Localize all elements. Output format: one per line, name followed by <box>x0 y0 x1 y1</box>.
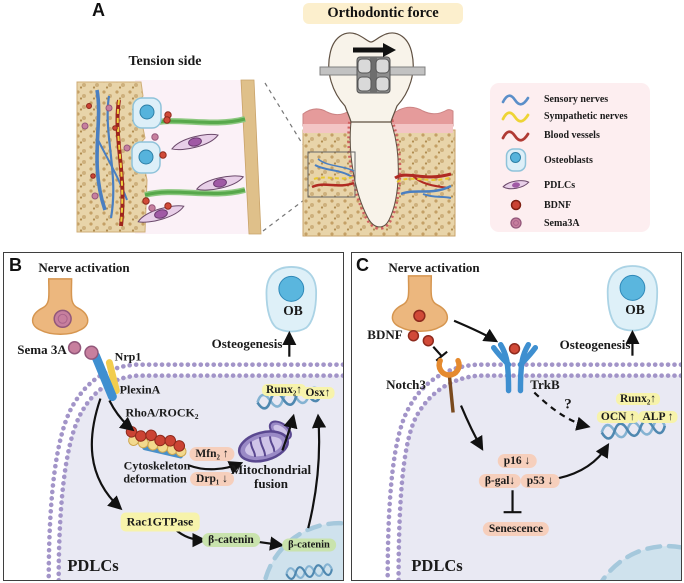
beta-catenin-nucleus-badge: β-catenin <box>282 538 336 552</box>
pdl-space-dots <box>142 111 172 212</box>
tension-side-title: Tension side <box>128 54 202 69</box>
osteoblast-icon <box>498 147 534 173</box>
force-arrow <box>353 43 396 57</box>
ob-label: OB <box>625 302 645 317</box>
ocn-badge: OCN ↑ <box>596 411 640 423</box>
cell-membrane <box>46 362 343 580</box>
legend-row: Sema3A <box>498 214 580 232</box>
nucleus <box>600 543 681 580</box>
bone-nerves-vessels <box>95 89 128 227</box>
osteogenesis-label: Osteogenesis <box>559 337 631 352</box>
p53-badge: p53 ↓ <box>520 474 560 488</box>
nrp1-plexina-receptor <box>84 345 120 402</box>
mfn2-badge: Mfn₂ ↑ <box>189 447 235 461</box>
mitochondria <box>237 420 292 463</box>
trkb-receptor <box>490 341 539 394</box>
pdlcs-label: PDLCs <box>411 556 463 575</box>
tooth-illustration <box>302 32 456 237</box>
legend-row: PDLCs <box>498 176 575 194</box>
bone-dots <box>81 103 131 200</box>
sympathetic-nerve-icon <box>498 107 534 125</box>
bgal-badge: β-gal↓ <box>478 474 522 488</box>
sema3a-molecule <box>67 340 82 355</box>
cytoskeleton-label-2: deformation <box>123 471 187 486</box>
root-surface <box>240 79 262 235</box>
legend-row: Sensory nerves <box>498 90 608 108</box>
nucleus-dna <box>285 563 333 580</box>
nerve-bundle-right <box>394 172 452 199</box>
osteoblast-cell <box>606 265 659 332</box>
pdlc-cells <box>137 133 245 223</box>
legend-row: BDNF <box>498 196 571 214</box>
osteogenesis-label: Osteogenesis <box>211 336 283 351</box>
ob-nucleus <box>278 275 305 302</box>
nrp1-label: Nrp1 <box>114 349 142 364</box>
panel-a-illustration <box>76 32 456 237</box>
plexina-label: PlexinA <box>119 382 161 397</box>
bdnf-molecules <box>407 330 435 347</box>
panel-c-letter: C <box>356 255 369 275</box>
nerve-activation-label: Nerve activation <box>38 260 130 275</box>
blood-vessel-icon <box>498 126 534 144</box>
zoom-region-box <box>307 151 356 198</box>
pdlcs-label: PDLCs <box>67 556 119 575</box>
sema3a-ligand <box>84 345 99 360</box>
beta-catenin-badge: β-catenin <box>202 533 260 547</box>
rac1gtpase-badge: Rac1GTPase <box>120 512 200 532</box>
panel-c: C Nerve activation BDNF Notch3 TrkB Oste… <box>351 252 682 581</box>
pathway-arrows <box>460 329 640 480</box>
mitochondrial-fusion-label-1: Mitochondrial <box>230 462 312 477</box>
sema3a-vesicle <box>53 309 72 329</box>
sema3a-icon <box>498 216 534 230</box>
nerve-terminal <box>391 275 448 333</box>
rhoa-rock2-label: RhoA/ROCK₂ <box>125 405 199 420</box>
tension-side-illustration <box>76 79 262 235</box>
orthodontic-force-title: Orthodontic force <box>303 3 463 24</box>
alp-badge: ALP ↑ <box>638 411 678 423</box>
legend-row: Blood vessels <box>498 126 600 144</box>
drp1-badge: Drp₁ ↓ <box>190 472 234 486</box>
nerve-activation-label: Nerve activation <box>388 260 480 275</box>
tooth-root <box>349 121 399 228</box>
cytoskeleton <box>125 426 187 459</box>
notch3-receptor <box>436 357 462 413</box>
cytoskeleton-label-1: Cytoskeleton <box>123 458 191 473</box>
bdnf-trkb-arrow <box>453 319 499 343</box>
sensory-nerve-icon <box>498 90 534 108</box>
bdnf-label: BDNF <box>367 327 403 342</box>
trkb-label: TrkB <box>530 377 560 392</box>
senescence-badge: Senescence <box>482 522 550 536</box>
bdnf-icon <box>498 198 534 212</box>
bdnf-vesicle <box>413 309 426 323</box>
bracket <box>356 56 391 94</box>
trkb-genes-dashed-arrow <box>533 391 591 431</box>
panel-a-letter: A <box>92 0 105 20</box>
nerve-bundle-left <box>311 158 355 189</box>
bdnf-ligand <box>508 342 521 355</box>
zoom-connector-lines <box>262 82 309 232</box>
question-mark-label: ? <box>564 396 572 413</box>
notch3-label: Notch3 <box>386 377 426 392</box>
panel-b-letter: B <box>9 255 22 275</box>
cell-membrane <box>385 362 681 580</box>
osteoblast-cells <box>131 97 162 174</box>
osteoblast-cell <box>265 266 318 333</box>
runx2-badge: Runx₂↑ <box>261 384 307 396</box>
ob-nucleus <box>619 274 646 301</box>
nucleus <box>262 520 343 580</box>
legend: Sensory nerves Sympathetic nerves Blood … <box>490 83 650 232</box>
p16-badge: p16 ↓ <box>497 454 537 468</box>
mitochondrial-fusion-label-2: fusion <box>254 476 288 491</box>
nerve-terminal <box>31 278 89 335</box>
senescence-inhibition <box>503 490 522 514</box>
osx-badge: Osx↑ <box>301 387 335 399</box>
runx2-badge: Runx₂↑ <box>615 393 661 405</box>
pdlc-icon <box>498 177 534 193</box>
legend-row: Sympathetic nerves <box>498 107 628 125</box>
panel-b: B Nerve activation Sema 3A Nrp1 PlexinA … <box>3 252 344 581</box>
legend-row: Osteoblasts <box>498 146 593 174</box>
ob-label: OB <box>283 303 303 318</box>
sema3a-label: Sema 3A <box>17 342 67 357</box>
